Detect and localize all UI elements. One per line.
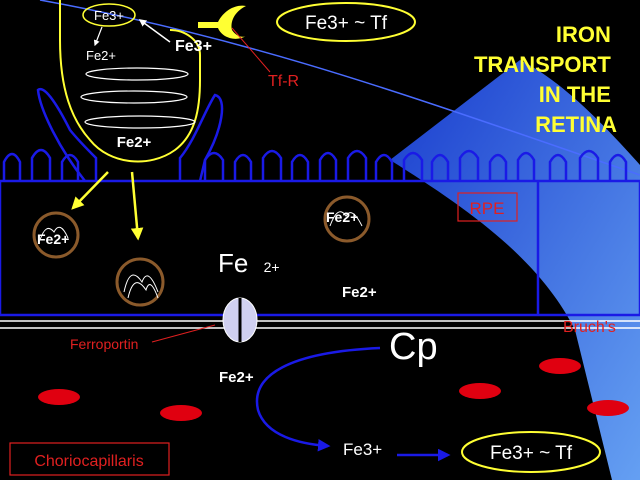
bruchs-label: Bruch's (563, 319, 616, 336)
arrow-receptor-to-cell (138, 19, 171, 43)
fe2-lower-label: Fe2+ (219, 369, 254, 386)
fe2-vesicle-label: Fe2+ (117, 134, 152, 151)
fe-main-superscript: 2+ (264, 259, 280, 275)
red-blood-cell (459, 383, 501, 399)
disk-2 (80, 90, 188, 104)
fe2-top-label: Fe2+ (86, 48, 116, 63)
mitochondrion-center (115, 257, 165, 307)
mito-left-label: Fe2+ (37, 231, 69, 247)
red-blood-cell (160, 405, 202, 421)
fe3-receptor-label: Fe3+ (175, 38, 212, 55)
rpe-label-box (457, 192, 518, 222)
mito-right-label: Fe2+ (326, 209, 358, 225)
title-line-2: TRANSPORT (474, 52, 611, 77)
outer-cell-process (36, 87, 98, 182)
choriocapillaris-box (9, 442, 170, 476)
rpe-label: RPE (470, 199, 505, 218)
fe3-top-label: Fe3+ (94, 8, 124, 23)
ferroportin-channel (222, 297, 258, 343)
disk-1 (85, 67, 189, 81)
arrow-fe3-to-fe2-top (93, 26, 103, 47)
transferrin-receptor (198, 5, 246, 39)
tf-r-pointer (231, 27, 271, 73)
cp-conversion-arrow (255, 346, 381, 452)
transferrin-top-ellipse (276, 2, 416, 42)
title-line-1: IRON (556, 22, 611, 47)
outer-cell-process-right (178, 93, 224, 182)
red-blood-cell (587, 400, 629, 416)
transferrin-top-label: Fe3+ ~ Tf (305, 13, 388, 34)
red-blood-cell (539, 358, 581, 374)
fe2-cell-label: Fe2+ (342, 284, 377, 301)
cp-label: Cp (389, 326, 438, 368)
ferroportin-pointer (151, 324, 216, 343)
microvilli (2, 148, 628, 181)
photoreceptor-outline (59, 0, 201, 163)
red-blood-cell (38, 389, 80, 405)
transferrin-bottom-ellipse (461, 431, 601, 473)
title-line-3: IN THE (539, 82, 611, 107)
fe3-top-ellipse (82, 3, 136, 27)
arrow-down-center (130, 171, 144, 241)
disk-3 (84, 115, 196, 129)
thin-boundary-curve (39, 0, 640, 176)
fe3-lower-label: Fe3+ (343, 440, 382, 459)
title: IRON TRANSPORT IN THE RETINA (474, 22, 617, 137)
choriocapillaris-label: Choriocapillaris (34, 453, 143, 470)
arrow-to-mito-left (71, 171, 109, 210)
fe-main-text: Fe (218, 248, 248, 278)
ferroportin-label: Ferroportin (70, 336, 138, 352)
transferrin-bottom-label: Fe3+ ~ Tf (490, 443, 573, 464)
tf-r-label: Tf-R (268, 73, 299, 90)
fe-main-label: Fe 2+ (218, 248, 280, 278)
mitochondrion-left (32, 211, 80, 259)
mitochondrion-right (323, 195, 371, 243)
title-line-4: RETINA (535, 112, 617, 137)
blue-wedge (390, 60, 640, 480)
